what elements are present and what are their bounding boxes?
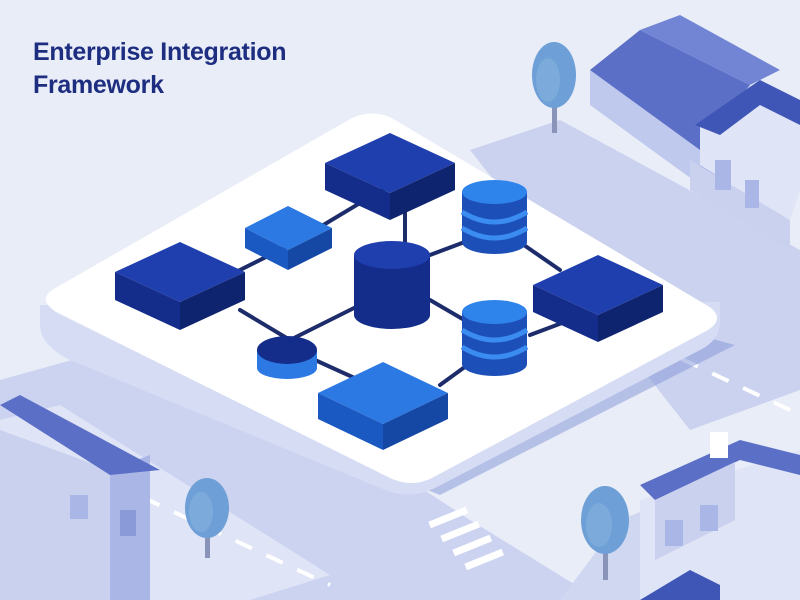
node-server-top [325,133,455,220]
node-server-right [533,255,663,342]
tree-icon [185,478,229,558]
house-icon [0,395,160,600]
database-bottom-right [460,300,529,376]
lane-marking [19,438,331,587]
database-small [257,336,317,379]
database-core [354,241,430,329]
tree-icon [581,486,629,580]
node-module-bottom [318,362,448,450]
database-top-right [460,180,529,254]
node-server-left [115,242,245,330]
crosswalk [428,506,505,571]
node-module-left [245,206,332,270]
tree-icon [532,42,576,133]
house-icon [640,432,800,600]
house-icon [690,80,800,250]
page-title: Enterprise Integration Framework [33,38,287,99]
